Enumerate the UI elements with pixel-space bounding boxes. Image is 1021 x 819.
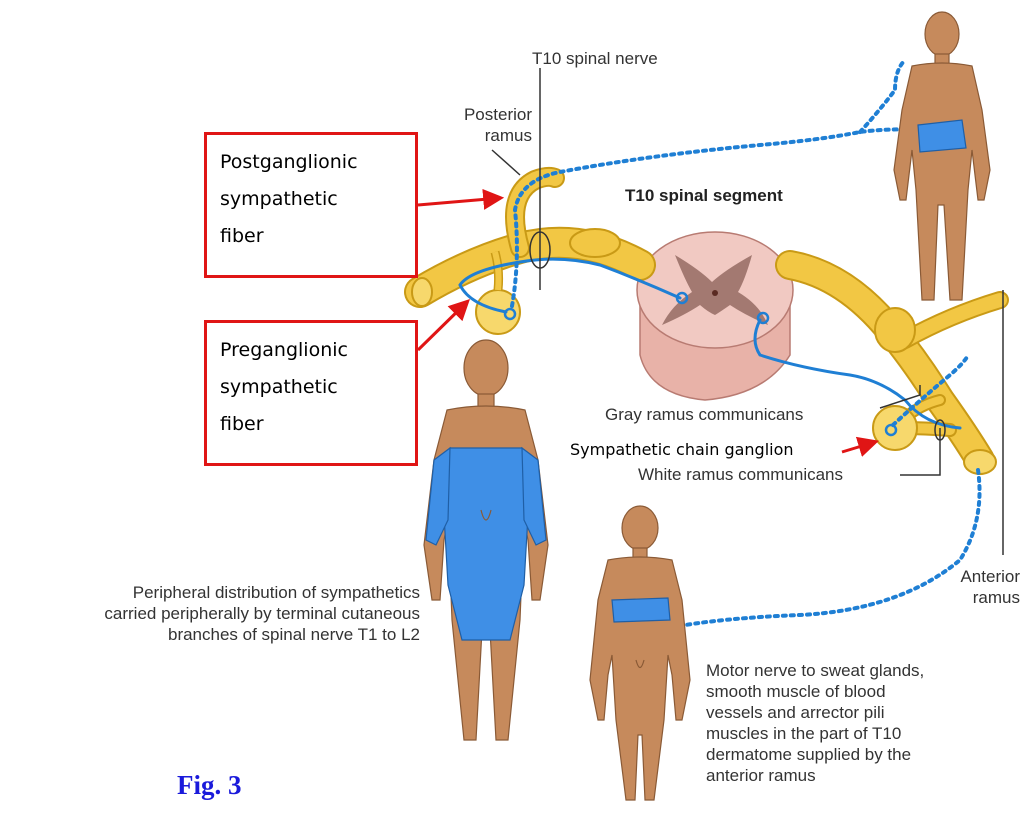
motor-nerve-label: Motor nerve to sweat glands, smooth musc… bbox=[706, 660, 924, 786]
right-root-ganglion bbox=[875, 308, 915, 352]
spinal-cord-section bbox=[637, 232, 793, 400]
left-nerve-end bbox=[412, 278, 432, 306]
figure-label: Fig. 3 bbox=[177, 770, 242, 801]
chain-ganglion-label: Sympathetic chain ganglion bbox=[570, 440, 794, 459]
figure-front-dermatome bbox=[424, 340, 548, 740]
posterior-ramus-label: Posterior ramus bbox=[432, 104, 532, 146]
chain-ganglion-arrow bbox=[842, 442, 875, 452]
peripheral-distribution-label: Peripheral distribution of sympathetics … bbox=[4, 582, 420, 645]
anterior-ramus-label: Anterior ramus bbox=[900, 566, 1020, 608]
segment-title: T10 spinal segment bbox=[625, 186, 783, 206]
left-root-ganglion bbox=[570, 229, 620, 257]
figure-front-t10 bbox=[590, 506, 690, 800]
white-ramus-label: White ramus communicans bbox=[638, 464, 843, 485]
gray-ramus-label: Gray ramus communicans bbox=[605, 404, 803, 425]
postganglionic-arrow bbox=[418, 198, 500, 205]
figure-back-view bbox=[894, 12, 990, 300]
postganglionic-box: Postganglionic sympathetic fiber bbox=[204, 132, 418, 278]
preganglionic-box: Preganglionic sympathetic fiber bbox=[204, 320, 418, 466]
preganglionic-arrow bbox=[418, 302, 467, 350]
t10-spinal-nerve-label: T10 spinal nerve bbox=[532, 48, 658, 69]
